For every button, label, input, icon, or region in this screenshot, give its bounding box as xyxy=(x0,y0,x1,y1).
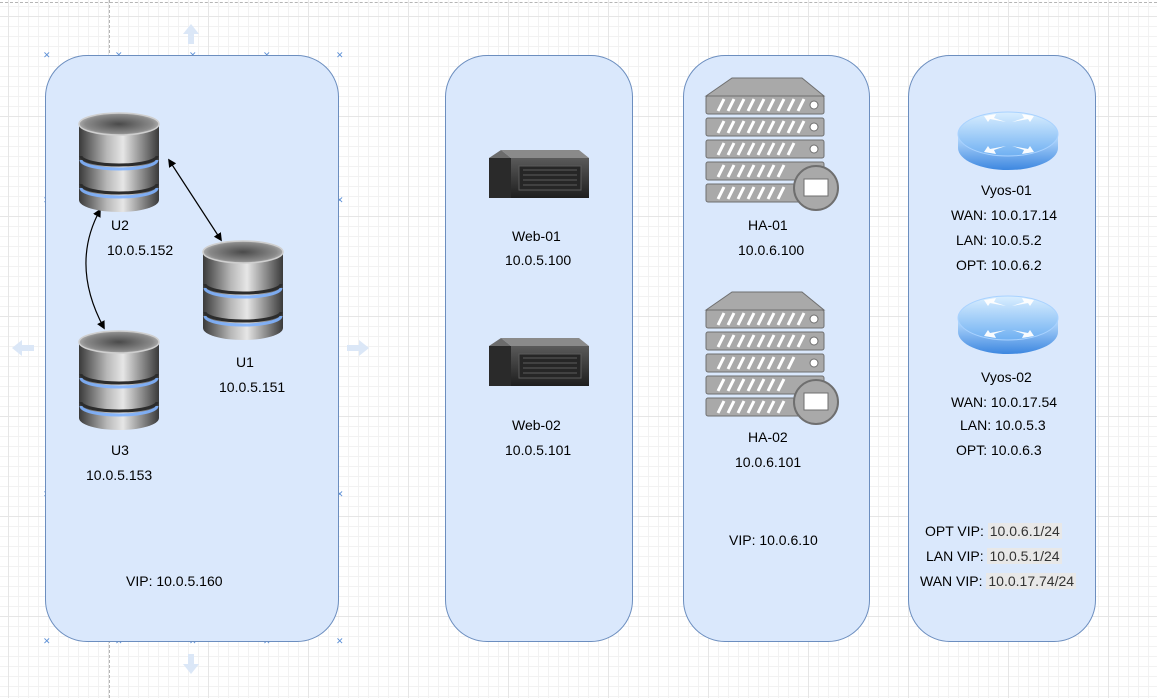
ha-server-icon[interactable] xyxy=(704,290,844,428)
router-wan: WAN: 10.0.17.54 xyxy=(951,394,1058,410)
resize-handle-e1[interactable]: ✕ xyxy=(336,195,344,205)
connector-u2-u1 xyxy=(168,158,222,242)
guide-line-horizontal xyxy=(0,2,1157,3)
db-replication-connectors xyxy=(85,158,222,330)
router-icon[interactable] xyxy=(956,292,1060,358)
router-wan: WAN: 10.0.17.14 xyxy=(951,207,1058,223)
db-node-ip: 10.0.5.153 xyxy=(86,467,153,483)
resize-handle-ne[interactable]: ✕ xyxy=(336,50,344,60)
router-lan: LAN: 10.0.5.2 xyxy=(956,232,1042,248)
connect-arrow-left-icon[interactable] xyxy=(10,338,36,358)
router-name: Vyos-02 xyxy=(981,369,1032,385)
vip-label: OPT VIP: xyxy=(925,523,984,539)
db-node-name: U1 xyxy=(236,354,254,370)
connect-arrow-right-icon[interactable] xyxy=(345,338,371,358)
db-node-ip: 10.0.5.151 xyxy=(219,379,286,395)
web-node-name: Web-01 xyxy=(512,228,561,244)
web-node-ip: 10.0.5.101 xyxy=(505,442,572,458)
resize-handle-e2[interactable]: ✕ xyxy=(336,489,344,499)
opt-vip-row: OPT VIP: 10.0.6.1/24 xyxy=(925,523,1062,539)
ha-node-name: HA-02 xyxy=(748,429,788,445)
web-node-name: Web-02 xyxy=(512,417,561,433)
vip-value: 10.0.5.1/24 xyxy=(987,548,1062,564)
ha-vip-label: VIP: 10.0.6.10 xyxy=(729,532,818,548)
wan-vip-row: WAN VIP: 10.0.17.74/24 xyxy=(920,573,1077,589)
database-icon[interactable] xyxy=(77,330,161,432)
vip-value: 10.0.17.74/24 xyxy=(986,573,1077,589)
vip-label: LAN VIP: xyxy=(926,548,984,564)
ha-node-ip: 10.0.6.100 xyxy=(738,242,805,258)
connect-arrow-up-icon[interactable] xyxy=(181,22,201,46)
database-icon[interactable] xyxy=(201,240,285,342)
db-node-name: U3 xyxy=(111,442,129,458)
ha-server-icon[interactable] xyxy=(704,76,844,214)
router-icon[interactable] xyxy=(956,108,1060,174)
rack-server-icon[interactable] xyxy=(487,334,591,390)
resize-handle-nw[interactable]: ✕ xyxy=(43,50,51,60)
database-icon[interactable] xyxy=(77,112,161,214)
db-node-name: U2 xyxy=(111,217,129,233)
connect-arrow-down-icon[interactable] xyxy=(181,652,201,676)
router-opt: OPT: 10.0.6.2 xyxy=(956,257,1042,273)
router-opt: OPT: 10.0.6.3 xyxy=(956,442,1042,458)
db-vip-label: VIP: 10.0.5.160 xyxy=(126,573,223,589)
resize-handle-se[interactable]: ✕ xyxy=(336,636,344,646)
db-node-ip: 10.0.5.152 xyxy=(107,242,174,258)
ha-node-name: HA-01 xyxy=(748,217,788,233)
vip-value: 10.0.6.1/24 xyxy=(987,523,1062,539)
lan-vip-row: LAN VIP: 10.0.5.1/24 xyxy=(926,548,1062,564)
ha-node-ip: 10.0.6.101 xyxy=(735,454,802,470)
resize-handle-sw[interactable]: ✕ xyxy=(43,636,51,646)
web-node-ip: 10.0.5.100 xyxy=(505,252,572,268)
vip-label: WAN VIP: xyxy=(920,573,983,589)
connector-u2-u3 xyxy=(85,208,105,330)
router-lan: LAN: 10.0.5.3 xyxy=(960,417,1046,433)
rack-server-icon[interactable] xyxy=(487,146,591,202)
router-name: Vyos-01 xyxy=(981,182,1032,198)
